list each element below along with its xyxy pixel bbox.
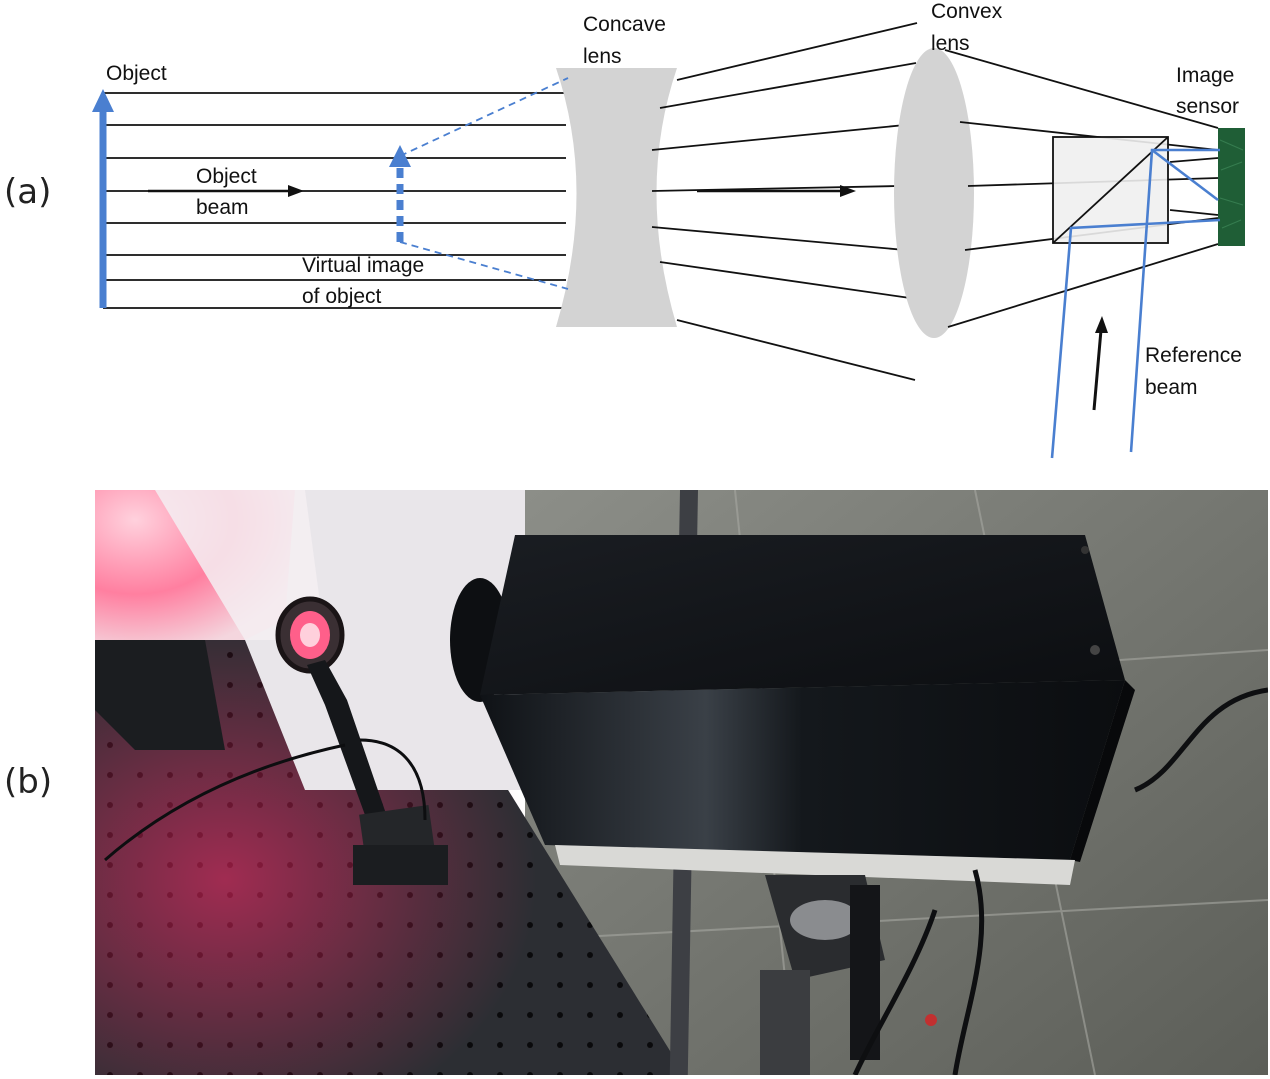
panel-label-a: (a) (4, 172, 52, 212)
cable-connector (925, 1014, 937, 1026)
panel-label-b: (b) (4, 762, 53, 802)
reference-beam (1050, 148, 1221, 459)
image-sensor-texture (1219, 139, 1244, 229)
mounting-plate (555, 845, 1075, 885)
concave-lens (556, 68, 677, 327)
convex-lens-label-1: Convex (931, 0, 1003, 23)
virtual-image-label-2: of object (302, 285, 382, 308)
image-sensor (1218, 128, 1245, 246)
object-arrow (92, 89, 114, 308)
beam-direction-arrows (148, 185, 1108, 411)
concave-lens-label-2: lens (583, 45, 622, 68)
convex-lens (894, 48, 974, 338)
image-sensor-label-1: Image (1176, 64, 1234, 87)
screen-fold (155, 490, 325, 640)
virtual-image-label-1: Virtual image (302, 254, 424, 277)
concave-lens-label-1: Concave (583, 13, 666, 36)
virtual-image-construction-lines (399, 77, 569, 290)
object-label: Object (106, 62, 167, 85)
left-mount (95, 640, 225, 750)
camera-box (450, 535, 1135, 862)
laser-source (104, 596, 448, 885)
object-beam-label-1: Object (196, 165, 257, 188)
floor-cables (852, 687, 1268, 1075)
object-beam-label-2: beam (196, 196, 249, 219)
optical-path-diagram: Object Object beam Virtual image of obje… (92, 0, 1245, 459)
reference-beam-label-1: Reference (1145, 344, 1242, 367)
reference-beam-label-2: beam (1145, 376, 1198, 399)
intermediate-rays (651, 22, 918, 381)
converging-rays (944, 49, 1219, 328)
experimental-setup-photo (95, 490, 1268, 1075)
convex-lens-label-2: lens (931, 32, 970, 55)
virtual-image-arrow (389, 145, 411, 245)
image-sensor-label-2: sensor (1176, 95, 1239, 118)
